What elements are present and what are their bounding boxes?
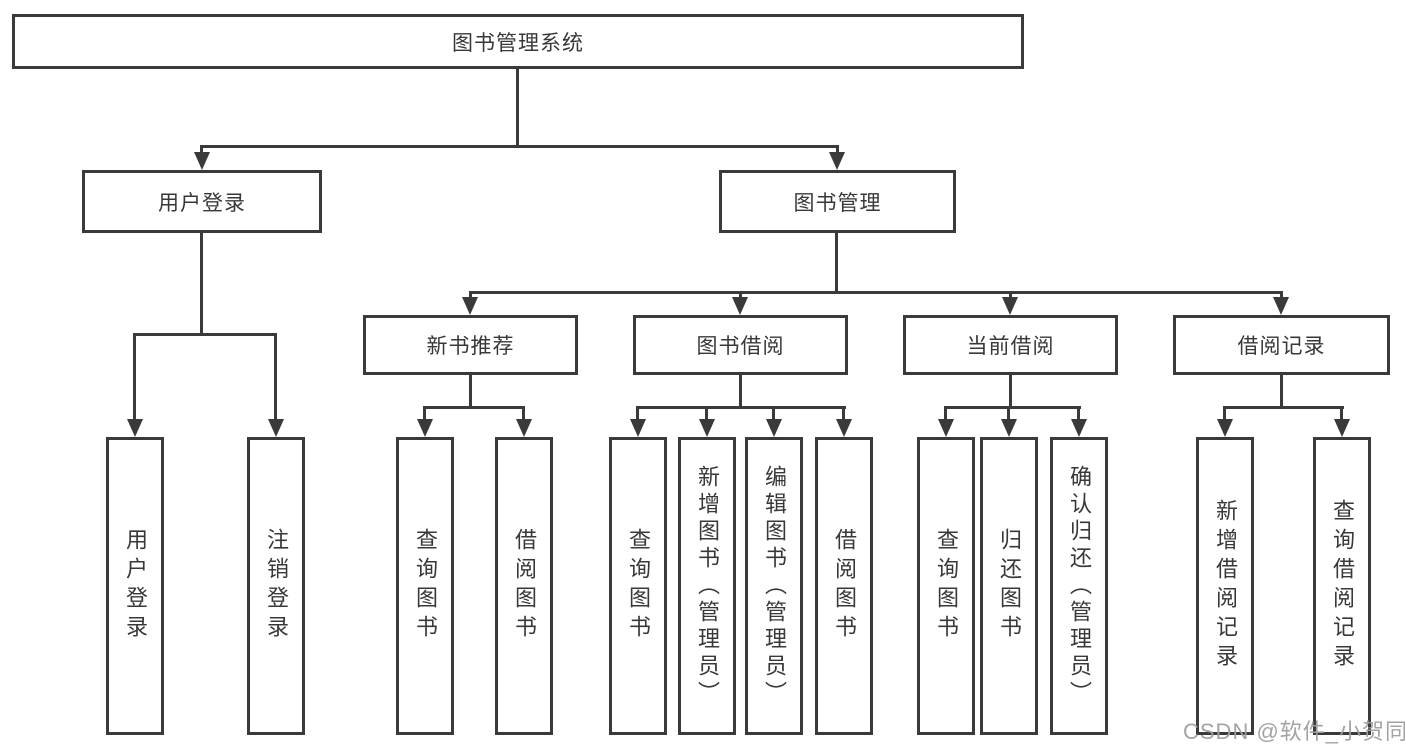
- arrow-down: [268, 419, 284, 437]
- leaf-label: 查询图书: [413, 528, 438, 644]
- leaf-label: 查询图书: [934, 528, 959, 644]
- leaf-label: 查询图书: [626, 528, 651, 644]
- arrow-down: [630, 419, 646, 437]
- connector-stem: [522, 406, 525, 421]
- arrow-down: [1273, 297, 1289, 315]
- arrow-down: [938, 419, 954, 437]
- leaf-label: 编辑图书（管理员）: [762, 464, 787, 708]
- arrow-down: [1002, 297, 1018, 315]
- connector-stem-user-login: [200, 145, 203, 154]
- connector-user-login-hline: [133, 333, 277, 336]
- leaf-add-book-admin: 新增图书（管理员）: [678, 437, 736, 735]
- leaf-label: 归还图书: [997, 528, 1022, 644]
- csdn-watermark: CSDN @软件_小贺同学: [1183, 719, 1405, 744]
- connector-stem: [772, 406, 775, 421]
- connector-stem: [1223, 406, 1226, 421]
- node-new-book-recommend: 新书推荐: [363, 315, 578, 375]
- connector-stem: [636, 406, 639, 421]
- connector-book-borrow-hline: [636, 406, 846, 409]
- arrow-down: [766, 419, 782, 437]
- leaf-label: 用户登录: [123, 528, 148, 644]
- arrow-down: [1334, 419, 1350, 437]
- arrow-down: [127, 419, 143, 437]
- leaf-query-borrow-record: 查询借阅记录: [1313, 437, 1371, 735]
- connector-stem: [1077, 406, 1080, 421]
- leaf-edit-book-admin: 编辑图书（管理员）: [745, 437, 803, 735]
- connector-borrow-records-hline: [1223, 406, 1344, 409]
- connector-new-book-hline: [423, 406, 525, 409]
- connector-stem: [1340, 406, 1343, 421]
- connector-stem-current-borrow: [1009, 291, 1012, 299]
- leaf-confirm-return-admin: 确认归还（管理员）: [1050, 437, 1108, 735]
- leaf-add-borrow-record: 新增借阅记录: [1196, 437, 1254, 735]
- node-user-login-label: 用户登录: [158, 191, 246, 215]
- connector-stem-book-mgmt: [836, 145, 839, 154]
- leaf-logout: 注销登录: [247, 437, 305, 735]
- leaf-label: 注销登录: [264, 528, 289, 644]
- connector-current-borrow-hline: [944, 406, 1081, 409]
- arrow-down: [699, 419, 715, 437]
- node-new-book-label: 新书推荐: [426, 335, 515, 358]
- leaf-query-books-current: 查询图书: [917, 437, 975, 735]
- connector-user-login-trunk: [200, 233, 203, 335]
- arrow-down: [836, 419, 852, 437]
- leaf-query-books-recommend: 查询图书: [396, 437, 454, 735]
- arrow-down: [829, 152, 845, 170]
- connector-borrow-records-trunk: [1280, 375, 1283, 408]
- connector-stem-leaf-login: [133, 333, 136, 421]
- arrow-down: [732, 297, 748, 315]
- arrow-down: [194, 152, 210, 170]
- node-current-borrow-label: 当前借阅: [966, 335, 1055, 358]
- arrow-down: [1217, 419, 1233, 437]
- arrow-down: [516, 419, 532, 437]
- leaf-query-books-borrow: 查询图书: [609, 437, 667, 735]
- connector-stem: [842, 406, 845, 421]
- node-root-label: 图书管理系统: [452, 31, 584, 55]
- arrow-down: [462, 297, 478, 315]
- connector-root-trunk: [516, 69, 519, 147]
- connector-book-mgmt-trunk: [835, 233, 838, 293]
- connector-current-borrow-trunk: [1009, 375, 1012, 408]
- leaf-user-login: 用户登录: [106, 437, 164, 735]
- connector-stem: [944, 406, 947, 421]
- node-book-mgmt: 图书管理: [719, 170, 956, 233]
- connector-stem-new-book: [469, 291, 472, 299]
- arrow-down: [1071, 419, 1087, 437]
- node-borrow-records-label: 借阅记录: [1237, 335, 1326, 358]
- node-book-borrow-label: 图书借阅: [696, 335, 785, 358]
- connector-stem: [705, 406, 708, 421]
- leaf-borrow-books-recommend: 借阅图书: [495, 437, 553, 735]
- connector-stem-borrow-records: [1280, 291, 1283, 299]
- connector-stem: [423, 406, 426, 421]
- connector-new-book-trunk: [469, 375, 472, 408]
- connector-book-borrow-trunk: [739, 375, 742, 408]
- leaf-return-books: 归还图书: [980, 437, 1038, 735]
- leaf-borrow-books: 借阅图书: [815, 437, 873, 735]
- leaf-label: 借阅图书: [512, 528, 537, 644]
- connector-stem: [1007, 406, 1010, 421]
- leaf-label: 借阅图书: [832, 528, 857, 644]
- node-user-login: 用户登录: [82, 170, 322, 233]
- arrow-down: [417, 419, 433, 437]
- leaf-label: 确认归还（管理员）: [1067, 464, 1092, 708]
- connector-book-mgmt-hline: [469, 291, 1283, 294]
- node-book-borrow: 图书借阅: [633, 315, 848, 375]
- node-book-mgmt-label: 图书管理: [793, 191, 882, 215]
- node-root: 图书管理系统: [12, 14, 1024, 69]
- leaf-label: 查询借阅记录: [1330, 499, 1355, 673]
- node-borrow-records: 借阅记录: [1173, 315, 1390, 375]
- leaf-label: 新增借阅记录: [1213, 499, 1238, 673]
- connector-stem-leaf-logout: [274, 333, 277, 421]
- connector-stem-book-borrow: [739, 291, 742, 299]
- leaf-label: 新增图书（管理员）: [695, 464, 720, 708]
- node-current-borrow: 当前借阅: [903, 315, 1118, 375]
- connector-root-hline: [200, 145, 838, 148]
- arrow-down: [1001, 419, 1017, 437]
